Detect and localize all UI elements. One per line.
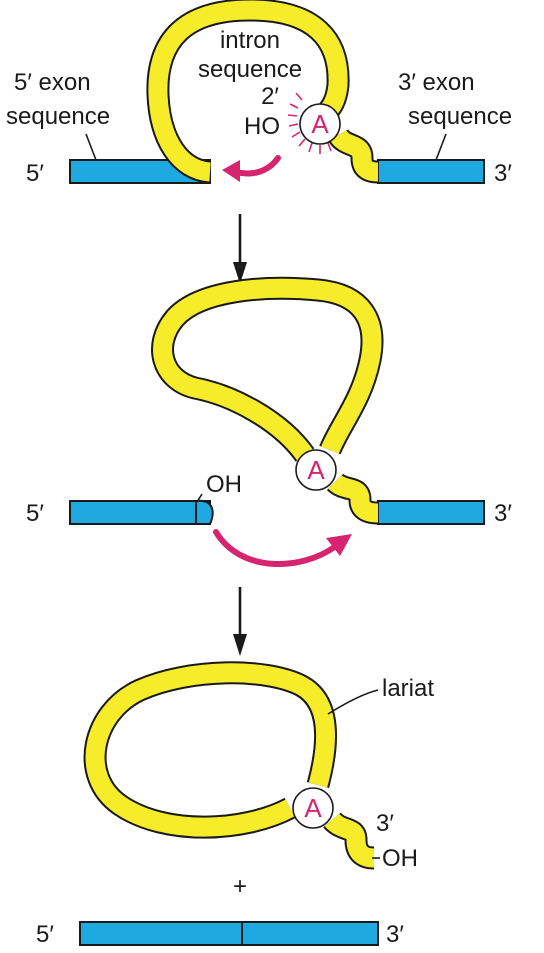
plus-sign: +	[233, 873, 247, 900]
two-prime-label: 2′	[261, 83, 279, 110]
end-5-prime-label-step2: 5′	[26, 500, 44, 527]
nucleophilic-attack-arrow-1	[222, 155, 281, 182]
branch-point-adenosine-step1: A	[287, 92, 341, 154]
transition-arrow-2	[233, 587, 247, 656]
end-3-prime-label: 3′	[494, 160, 512, 187]
branch-point-adenosine-step3: A	[292, 787, 334, 829]
exon-5-cut-end	[195, 499, 214, 525]
hydroxyl-label-oh-step3: OH	[382, 845, 418, 872]
adenosine-label: A	[311, 109, 329, 139]
intron-label-line1: intron	[220, 27, 280, 54]
spliced-exon-5	[79, 921, 243, 946]
intron-tail-step2	[326, 472, 379, 525]
exon3-label-line2: sequence	[408, 103, 512, 130]
hydroxyl-label-ho: HO	[244, 113, 280, 140]
end-3-prime-label-step2: 3′	[494, 500, 512, 527]
intron-label-line2: sequence	[198, 56, 302, 83]
exon-3-prime-bar	[377, 159, 485, 184]
exon3-label-line1: 3′ exon	[398, 69, 475, 96]
intron-loop-step2	[151, 276, 384, 463]
reactive-ticks	[287, 92, 332, 154]
spliced-end-3-prime: 3′	[386, 921, 404, 948]
lariat-end-3-prime: 3′	[376, 810, 394, 837]
exon-5-prime-bar-step2	[69, 500, 211, 525]
exon3-leader-line	[435, 133, 447, 161]
spliced-end-5-prime: 5′	[36, 921, 54, 948]
step-1-pre-mrna: A intron sequence 2′ HO 5′ exon sequence…	[6, 0, 512, 187]
oh-leader	[196, 493, 203, 503]
step-2-branch-formed: A OH 5′ 3′	[26, 276, 512, 568]
lariat-loop	[83, 661, 337, 839]
intron-tail-step1	[327, 128, 379, 184]
branch-point-adenosine-step2: A	[295, 449, 337, 491]
end-5-prime-label: 5′	[26, 160, 44, 187]
exon5-label-line2: sequence	[6, 103, 110, 130]
adenosine-label-step3: A	[304, 793, 322, 823]
spliced-exon-3	[241, 921, 379, 946]
exon5-leader-line	[85, 133, 97, 161]
lariat-label: lariat	[382, 675, 434, 702]
exon-3-prime-bar-step2	[377, 500, 485, 525]
transition-arrow-1	[233, 214, 247, 284]
lariat-leader	[327, 689, 379, 715]
spliced-exons	[79, 921, 379, 946]
exon5-label-line1: 5′ exon	[14, 69, 91, 96]
nucleophilic-attack-arrow-2	[213, 529, 352, 568]
lariat-tail	[323, 811, 375, 870]
hydroxyl-label-oh-step2: OH	[206, 471, 242, 498]
adenosine-label-step2: A	[307, 455, 325, 485]
intron-loop-step1	[146, 0, 350, 184]
step-3-products: A lariat 3′ OH + 5′ 3′	[36, 661, 434, 948]
